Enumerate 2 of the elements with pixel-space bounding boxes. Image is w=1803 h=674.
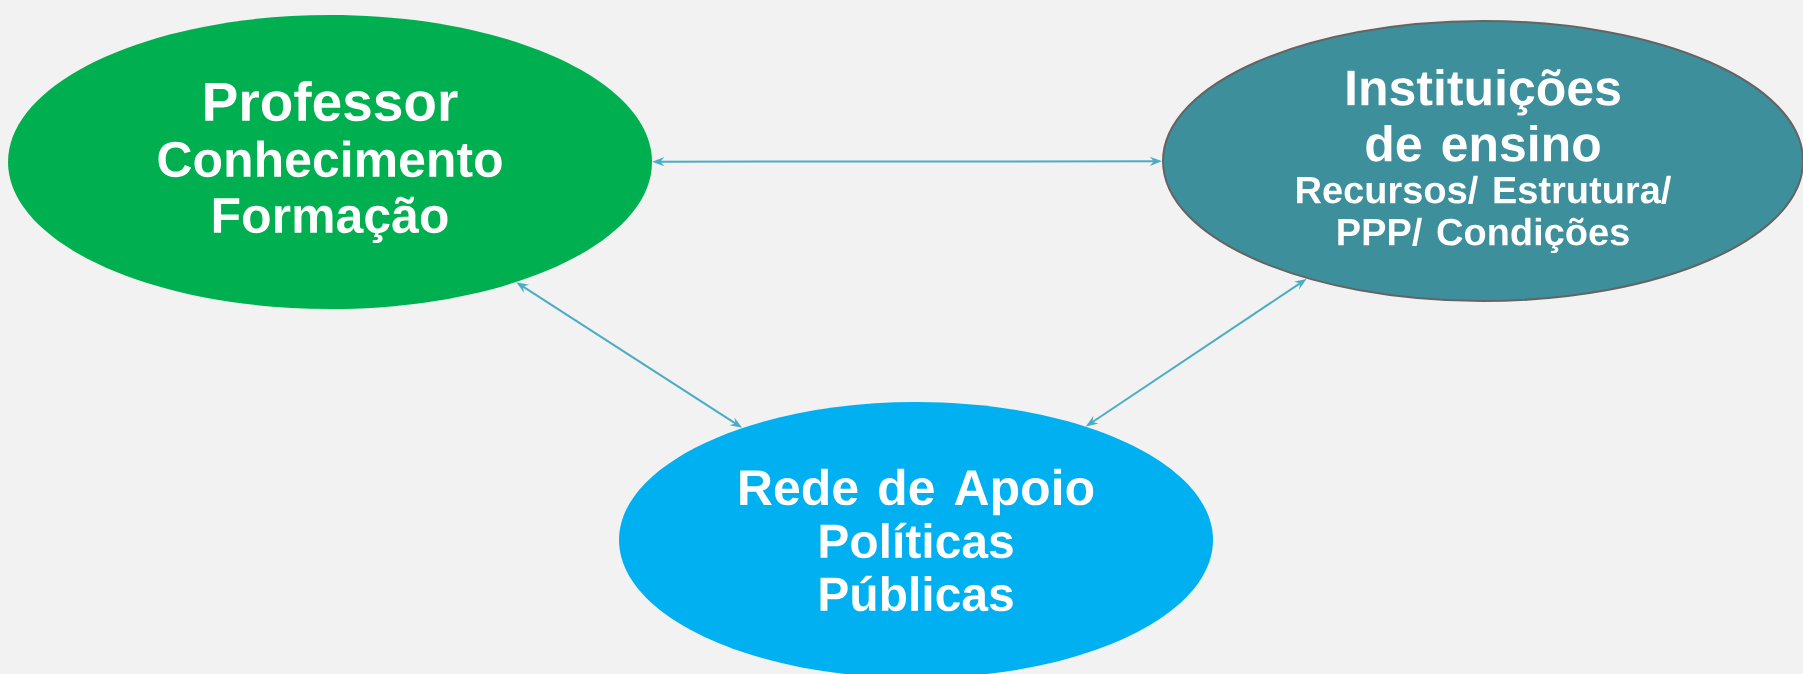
ellipse-node: Instituições de ensino Recursos/ Estrutura/ PPP/ Condições — [1162, 20, 1803, 302]
ellipse-node: Professor Conhecimento Formação — [8, 15, 652, 309]
